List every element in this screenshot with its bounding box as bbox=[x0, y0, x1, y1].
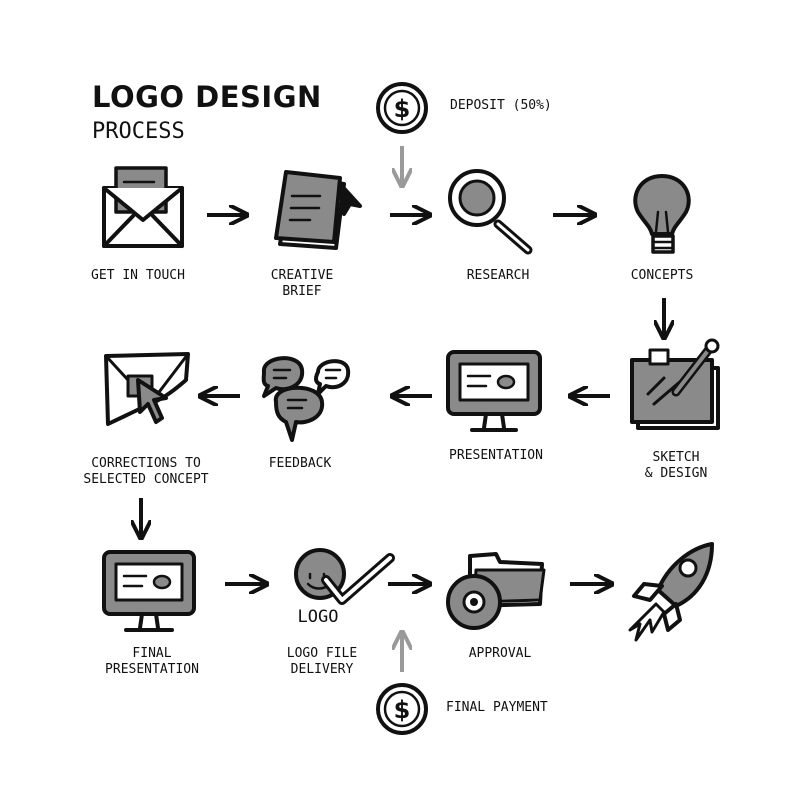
lightbulb-icon bbox=[633, 174, 691, 254]
rocket-icon bbox=[628, 542, 714, 642]
step-label-final-presentation: FINAL PRESENTATION bbox=[105, 646, 199, 677]
magnifier-icon bbox=[448, 169, 533, 255]
logo-check-icon: LOGO bbox=[294, 548, 395, 627]
step-label-approval: APPROVAL bbox=[468, 646, 532, 661]
step-label-feedback: FEEDBACK bbox=[268, 456, 332, 471]
page-title: LOGO DESIGN bbox=[92, 80, 322, 114]
documents-icon bbox=[274, 170, 362, 250]
step-label-creative-brief: CREATIVE BRIEF bbox=[270, 268, 334, 299]
step-label-presentation: PRESENTATION bbox=[449, 448, 543, 463]
deposit-coin-icon: $ bbox=[376, 82, 428, 134]
step-label-research: RESEARCH bbox=[466, 268, 530, 283]
step-label-sketch-design: SKETCH & DESIGN bbox=[644, 450, 708, 481]
svg-text:$: $ bbox=[394, 696, 411, 724]
step-label-corrections: CORRECTIONS TO SELECTED CONCEPT bbox=[83, 456, 209, 487]
final-payment-label: FINAL PAYMENT bbox=[446, 700, 548, 715]
svg-text:LOGO: LOGO bbox=[298, 607, 339, 627]
folder-disc-icon bbox=[446, 552, 546, 630]
envelope-icon bbox=[102, 166, 184, 248]
sketch-pad-icon bbox=[630, 338, 720, 430]
cursor-canvas-icon bbox=[104, 352, 190, 426]
deposit-label: DEPOSIT (50%) bbox=[450, 98, 552, 113]
final-payment-coin-icon: $ bbox=[376, 683, 428, 735]
flow-arrows bbox=[141, 146, 664, 672]
step-label-get-in-touch: GET IN TOUCH bbox=[91, 268, 185, 283]
step-label-logo-file-delivery: LOGO FILE DELIVERY bbox=[286, 646, 358, 677]
page-subtitle: PROCESS bbox=[92, 119, 185, 144]
svg-text:$: $ bbox=[394, 95, 411, 123]
final-monitor-icon bbox=[102, 550, 196, 632]
speech-bubbles-icon bbox=[261, 356, 351, 442]
step-label-concepts: CONCEPTS bbox=[630, 268, 694, 283]
monitor-icon bbox=[446, 350, 542, 432]
